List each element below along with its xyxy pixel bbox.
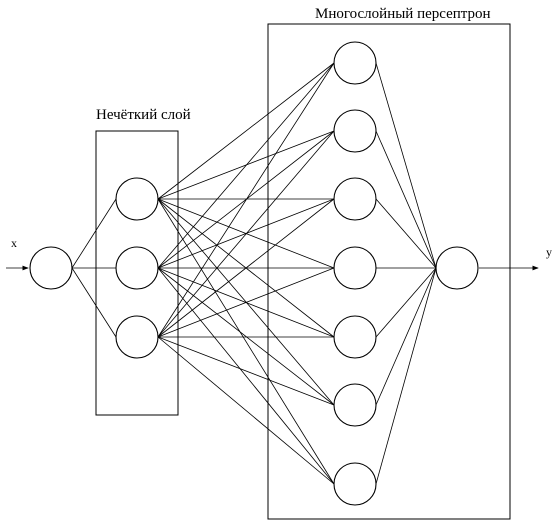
perceptron-title: Многослойный персептрон: [315, 6, 491, 22]
fuzzy-to-hidden-edge: [157, 62, 335, 269]
hidden-to-output-edge: [375, 267, 437, 485]
hidden-to-output-edge: [375, 267, 437, 406]
hidden-neuron: [333, 383, 377, 427]
fuzzy-neuron: [115, 246, 159, 290]
fuzzy-to-hidden-edge: [157, 267, 335, 485]
input-neuron: [29, 246, 73, 290]
connections: [71, 62, 437, 485]
output-neuron: [435, 246, 479, 290]
fuzzy-to-hidden-edge: [157, 198, 335, 485]
fuzzy-to-hidden-edge: [157, 267, 335, 406]
hidden-to-output-edge: [375, 198, 437, 269]
fuzzy-neuron: [115, 315, 159, 359]
fuzzy-to-hidden-edge: [157, 62, 335, 338]
hidden-neuron: [333, 109, 377, 153]
fuzzy-to-hidden-edge: [157, 198, 335, 406]
fuzzy-to-hidden-edge: [157, 267, 335, 338]
fuzzy-to-hidden-edge: [157, 336, 335, 485]
input-to-fuzzy-edge: [71, 267, 117, 338]
input-to-fuzzy-edge: [71, 198, 117, 269]
fuzzy-to-hidden-edge: [157, 336, 335, 406]
fuzzy-to-hidden-edge: [157, 198, 335, 338]
input-label: x: [11, 236, 17, 250]
hidden-neuron: [333, 177, 377, 221]
hidden-to-output-edge: [375, 130, 437, 269]
hidden-neuron: [333, 41, 377, 85]
output-label: y: [546, 245, 552, 259]
perceptron-frame: [267, 23, 511, 520]
fuzzy-to-hidden-edge: [157, 130, 335, 338]
hidden-to-output-edge: [375, 267, 437, 338]
neurons: [29, 41, 479, 506]
fuzzy-to-hidden-edge: [157, 62, 335, 200]
fuzzy-layer-title: Нечёткий слой: [96, 107, 191, 123]
fuzzy-layer-frame: [95, 130, 179, 416]
hidden-neuron: [333, 462, 377, 506]
hidden-to-output-edge: [375, 62, 437, 269]
hidden-neuron: [333, 315, 377, 359]
hidden-neuron: [333, 246, 377, 290]
fuzzy-neuron: [115, 177, 159, 221]
